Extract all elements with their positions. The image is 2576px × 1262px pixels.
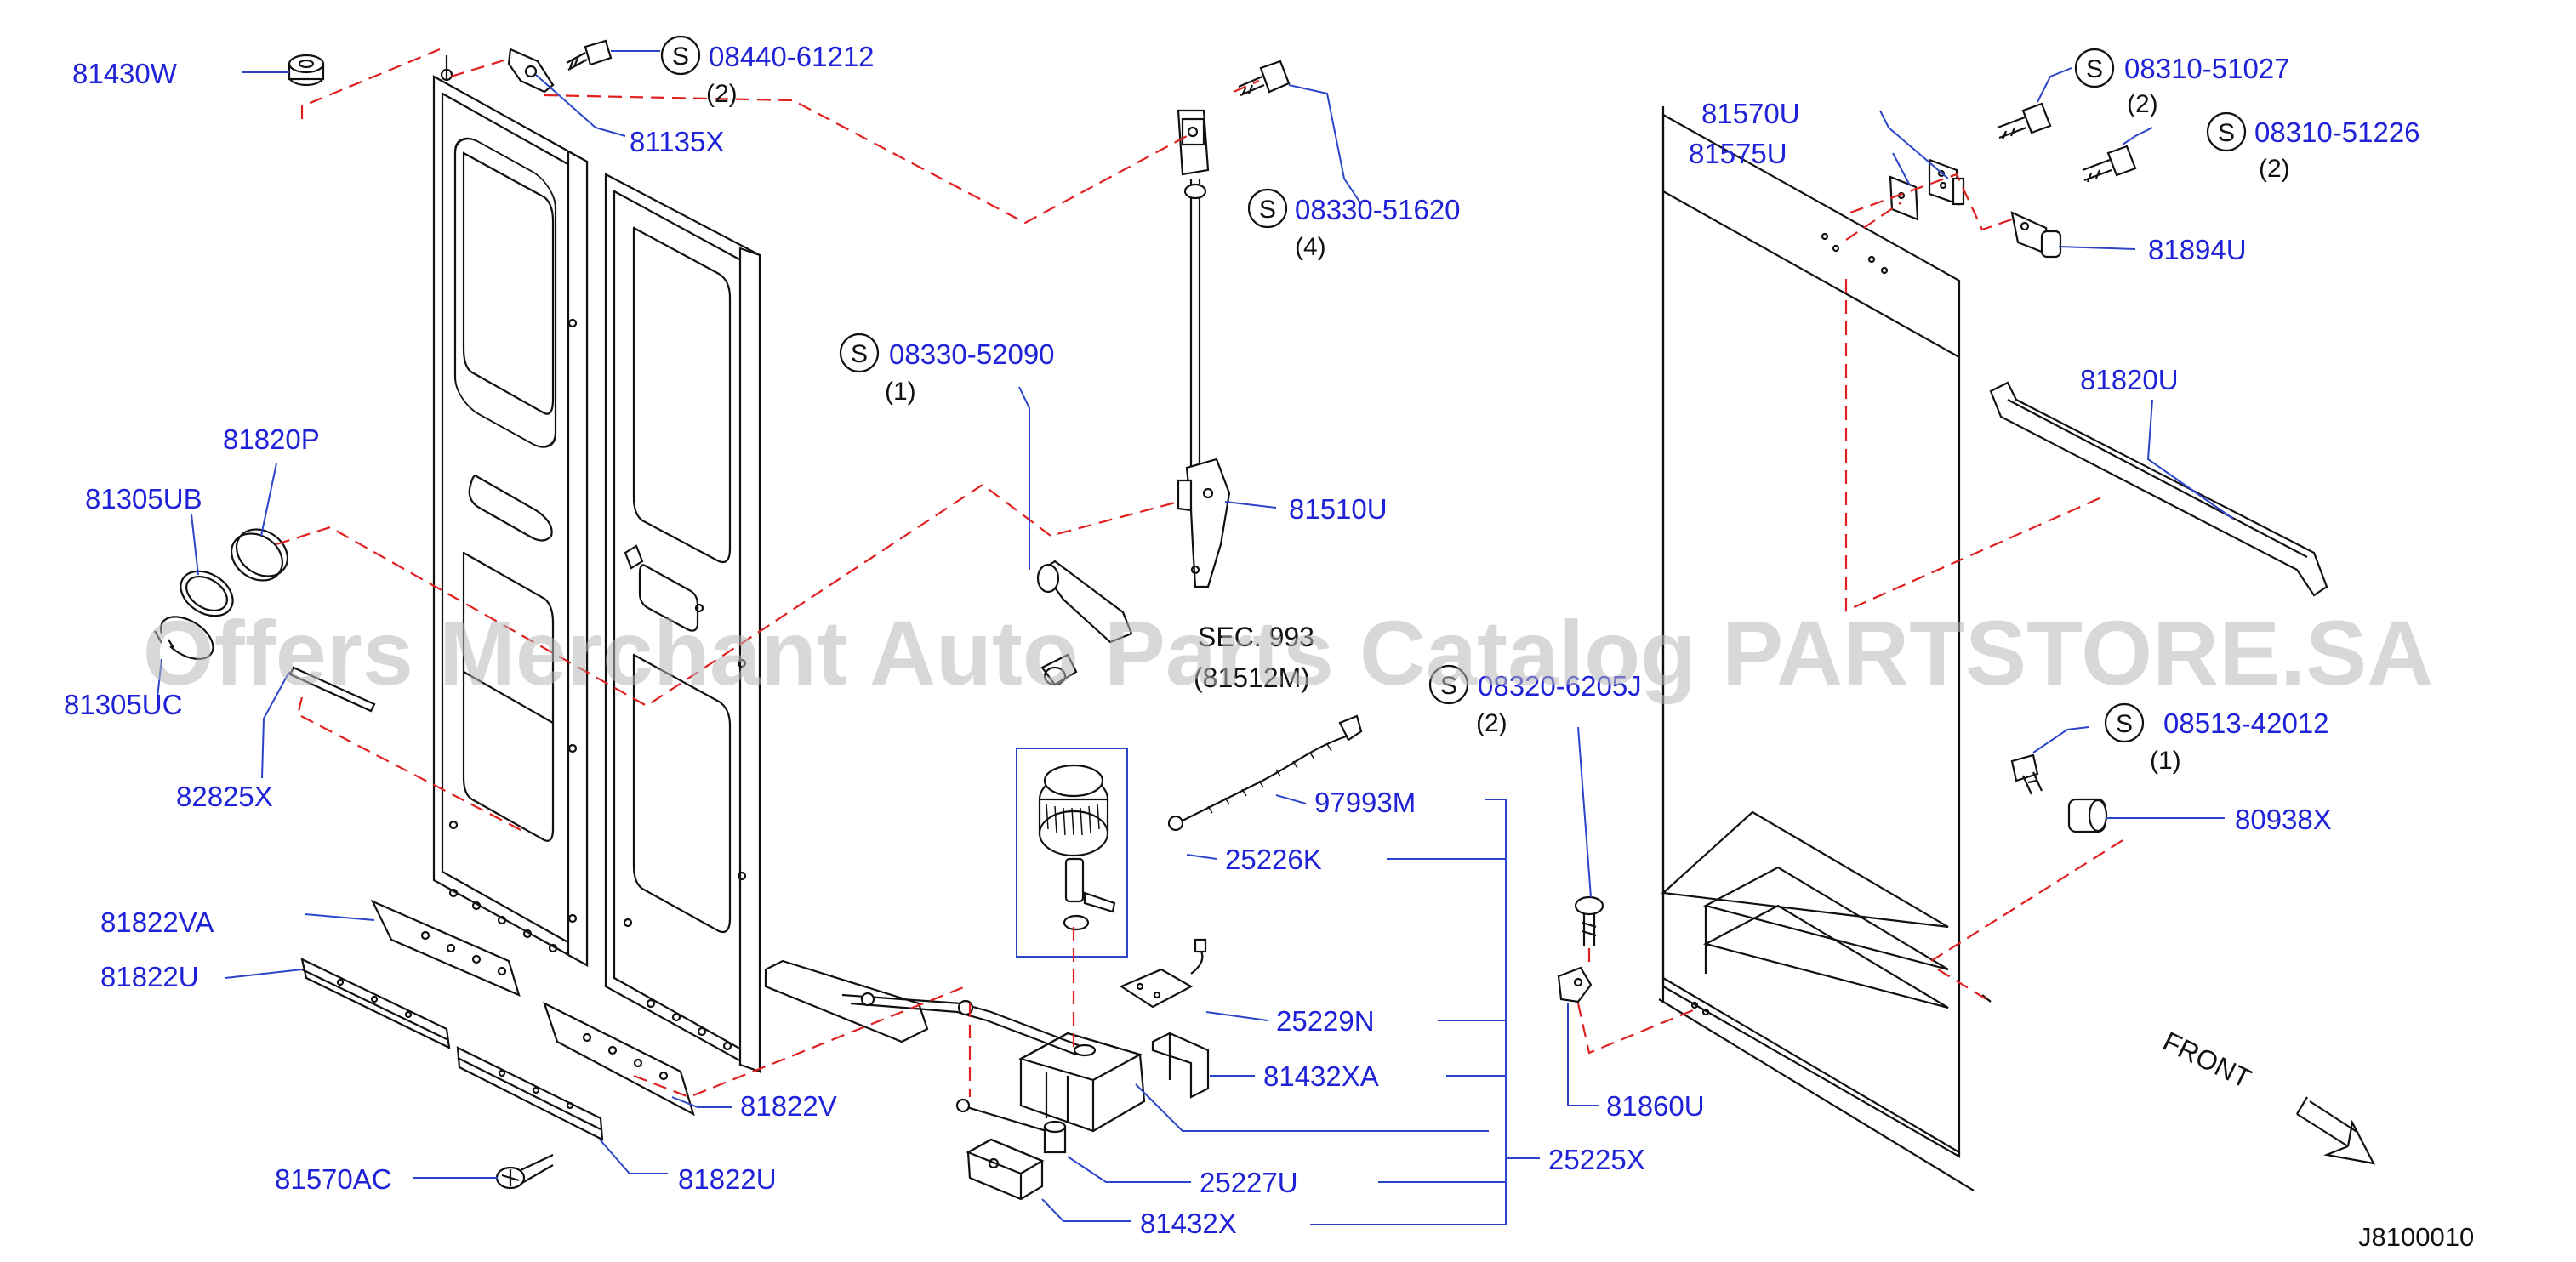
label-81432x: 81432X	[1140, 1208, 1237, 1239]
section-ref-line2: (81512M)	[1194, 662, 1310, 693]
label-screw-08310-51027: 08310-51027	[2124, 53, 2290, 84]
screw-s-symbol-5: S	[2218, 119, 2235, 147]
latch-rod-81510u	[1177, 109, 1231, 588]
rod-82825x	[288, 666, 376, 713]
strip-81822v	[543, 1001, 695, 1117]
plate-81575u	[1889, 175, 1919, 221]
screw-s-symbol-3: S	[851, 340, 868, 368]
hinge-81570u	[1928, 158, 1965, 206]
label-81820p: 81820P	[223, 424, 320, 455]
rear-door-panel-right	[604, 173, 761, 1073]
motor-kit-box-25226k	[1016, 748, 1128, 958]
label-81570u: 81570U	[1701, 98, 1800, 129]
weatherstrip-81820u	[1989, 381, 2328, 597]
ring-81305uc	[154, 616, 214, 660]
label-25225x: 25225X	[1548, 1144, 1645, 1175]
diagram-code: J8100010	[2358, 1222, 2474, 1252]
section-ref-line1: SEC. 993	[1198, 622, 1314, 652]
label-25226k: 25226K	[1225, 844, 1322, 875]
qty-screw-08320-6205j: (2)	[1476, 709, 1507, 737]
label-81860u: 81860U	[1606, 1090, 1705, 1122]
screw-s-symbol-6: S	[1440, 672, 1457, 700]
hinge-81894u	[2010, 211, 2062, 259]
screw-s-symbol-7: S	[2116, 710, 2133, 738]
label-82825x: 82825X	[176, 781, 273, 812]
qty-screw-08330-52090: (1)	[885, 378, 916, 406]
label-25229n: 25229N	[1276, 1005, 1375, 1037]
bracket-81135x	[507, 48, 555, 94]
strip-81822u	[300, 958, 451, 1049]
label-screw-08330-51620: 08330-51620	[1295, 194, 1461, 225]
label-81822va: 81822VA	[100, 907, 214, 938]
control-unit-25229n	[1119, 938, 1207, 1009]
label-81894u: 81894U	[2148, 234, 2247, 265]
screw-08440-61212	[566, 39, 613, 71]
watermark: Offers Merchant Auto Parts Catalog PARTS…	[143, 601, 2433, 704]
qty-screw-08310-51027: (2)	[2127, 90, 2158, 118]
front-label: FRONT	[2158, 1026, 2256, 1094]
screw-08320-6205j	[1574, 895, 1604, 946]
clip-81860u	[1557, 966, 1593, 1003]
bracket-25227u	[955, 1098, 1067, 1154]
qty-screw-08330-51620: (4)	[1295, 233, 1326, 261]
screw-s-symbol-2: S	[1259, 196, 1276, 224]
label-97993m: 97993M	[1314, 787, 1416, 818]
label-81430w: 81430W	[72, 58, 178, 89]
bumper-80938x	[2067, 798, 2108, 833]
label-screw-08320-6205j: 08320-6205J	[1478, 670, 1642, 702]
bracket-81432xa	[1151, 1032, 1210, 1099]
assembly-guides	[276, 48, 2128, 1099]
label-81135x: 81135X	[630, 126, 724, 157]
screw-08310-51027	[1997, 102, 2052, 140]
screw-81570ac	[495, 1154, 554, 1190]
actuator-25225x	[764, 959, 1146, 1133]
label-81820u: 81820U	[2080, 364, 2179, 395]
rear-door-panel-left	[432, 55, 589, 967]
label-81575u: 81575U	[1689, 138, 1787, 169]
s-symbols: S S S S S S S	[660, 35, 2247, 743]
qty-screw-08513-42012: (1)	[2150, 747, 2181, 775]
qty-screw-08310-51226: (2)	[2259, 155, 2290, 183]
label-81822u: 81822U	[100, 961, 199, 992]
screw-08310-51226	[2082, 145, 2137, 183]
label-81570ac: 81570AC	[275, 1163, 392, 1195]
label-81510u: 81510U	[1289, 493, 1388, 525]
handle-sec-993	[1036, 560, 1133, 686]
qty-screw-08440-61212: (2)	[706, 80, 738, 108]
label-screw-08513-42012: 08513-42012	[2163, 708, 2329, 739]
screw-s-symbol-4: S	[2086, 55, 2103, 83]
plug-81820p	[231, 528, 288, 582]
ring-81305ub	[180, 570, 234, 617]
label-81822v: 81822V	[740, 1090, 837, 1122]
label-screw-08440-61212: 08440-61212	[709, 41, 875, 72]
label-screw-08330-52090: 08330-52090	[889, 338, 1055, 370]
label-80938x: 80938X	[2235, 804, 2332, 835]
bumper-cap-81430w	[288, 54, 325, 87]
bracket-81432x	[966, 1138, 1045, 1201]
screw-08330-51620	[1238, 60, 1291, 97]
label-81432xa: 81432XA	[1263, 1060, 1379, 1092]
leader-lines	[157, 50, 2234, 1225]
screw-08513-42012	[2010, 753, 2043, 795]
label-81305uc: 81305UC	[64, 689, 182, 720]
screw-s-symbol-1: S	[672, 43, 689, 71]
rear-door-outer-panel	[1658, 106, 1992, 1191]
label-81305ub: 81305UB	[85, 483, 202, 514]
strip-81822va	[370, 899, 521, 997]
front-arrow-icon	[2296, 1096, 2376, 1165]
label-81822u-lower: 81822U	[678, 1163, 777, 1195]
label-25227u: 25227U	[1200, 1167, 1298, 1198]
harness-97993m	[1167, 714, 1363, 832]
label-screw-08310-51226: 08310-51226	[2254, 117, 2420, 148]
strip-81822u-lower	[456, 1046, 604, 1141]
